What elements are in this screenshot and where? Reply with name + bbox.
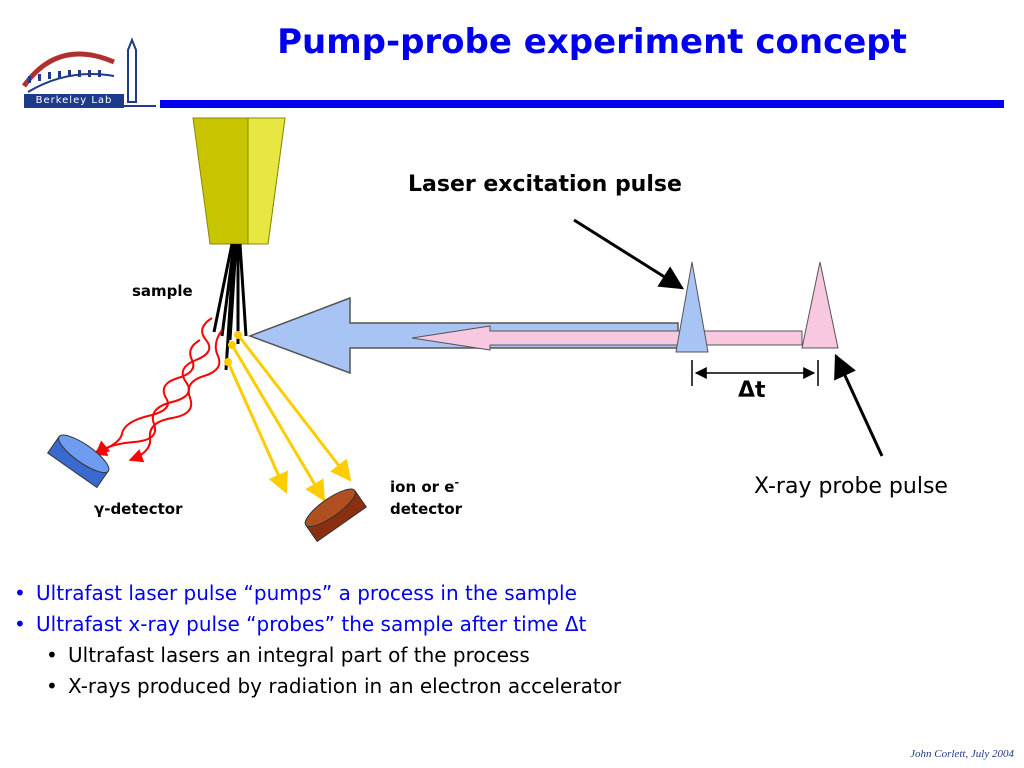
berkeley-lab-logo [21, 37, 156, 107]
bullet-text: Ultrafast lasers an integral part of the… [68, 643, 530, 667]
footer-credit: John Corlett, July 2004 [910, 748, 1014, 760]
page-title: Pump-probe experiment concept [277, 22, 907, 62]
sample-label: sample [132, 282, 193, 300]
xray-pulse-label: X-ray probe pulse [754, 474, 948, 499]
bullet-item: •Ultrafast x-ray pulse “probes” the samp… [14, 612, 587, 636]
bullet-item: •Ultrafast laser pulse “pumps” a process… [14, 581, 577, 605]
bullet-text: Ultrafast x-ray pulse “probes” the sampl… [36, 612, 587, 636]
ion-detector-label-sup: - [454, 476, 460, 489]
laser-pulse-label: Laser excitation pulse [408, 172, 682, 197]
bullet-text: Ultrafast laser pulse “pumps” a process … [36, 581, 577, 605]
sample-fibers [212, 243, 248, 371]
delta-t-label: Δt [738, 378, 766, 403]
delta-t-bracket [691, 360, 819, 386]
sample-holder [192, 117, 286, 245]
ion-detector [304, 488, 368, 543]
sub-bullet-item: •X-rays produced by radiation in an elec… [46, 674, 622, 698]
laser-pointer-line [573, 218, 685, 290]
ion-detector-label: ion or e- detector [390, 472, 462, 520]
logo-text: Berkeley Lab [24, 94, 124, 108]
pump-probe-diagram [46, 117, 884, 543]
laser-pulse [675, 261, 709, 353]
xray-pointer-line [834, 353, 884, 457]
bullet-text: X-rays produced by radiation in an elect… [68, 674, 622, 698]
ion-detector-label-line2: detector [390, 500, 463, 518]
bullet-list: •Ultrafast laser pulse “pumps” a process… [14, 578, 1014, 702]
ion-paths [224, 331, 352, 502]
ion-detector-label-line1: ion or e [390, 478, 455, 496]
xray-pulse [801, 261, 839, 349]
gamma-detector [46, 434, 110, 489]
sub-bullet-item: •Ultrafast lasers an integral part of th… [46, 643, 530, 667]
gamma-detector-label: γ-detector [94, 500, 183, 518]
gamma-ray-paths [92, 317, 223, 463]
title-divider [160, 100, 1004, 108]
